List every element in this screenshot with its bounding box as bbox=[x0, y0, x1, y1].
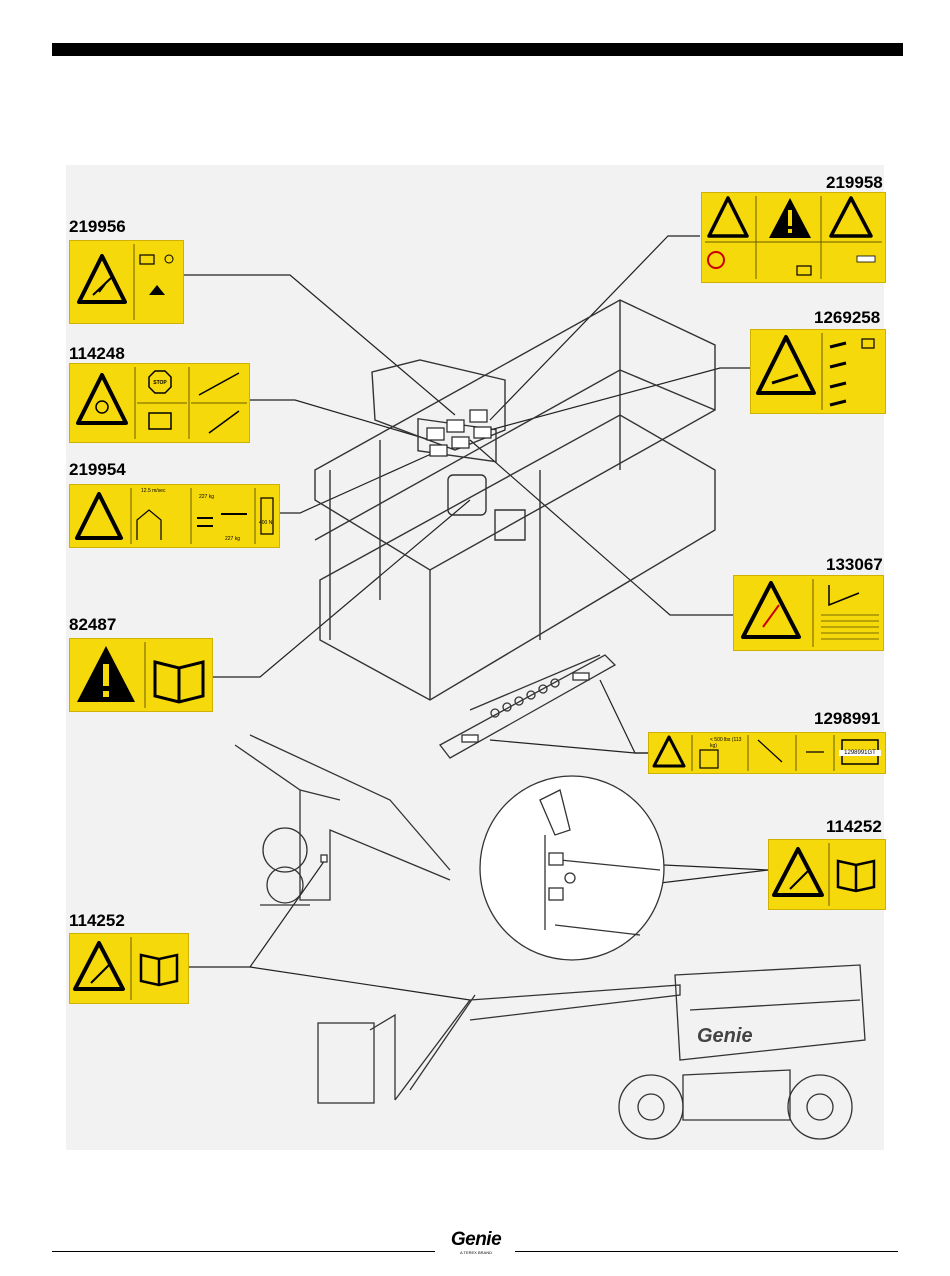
weight-text-2: 227 kg bbox=[225, 536, 240, 542]
warning-triangle-icon bbox=[654, 737, 684, 766]
machine-brand-mark: Genie bbox=[697, 1025, 753, 1047]
decal-82487 bbox=[69, 638, 213, 712]
leader-line-1298991a bbox=[600, 680, 648, 753]
capacity-text: < 500 lbs (113 kg) bbox=[710, 737, 748, 749]
warning-triangle-icon bbox=[78, 375, 126, 423]
part-number-82487: 82487 bbox=[69, 616, 116, 634]
footer-brand: Genie bbox=[443, 1230, 509, 1250]
prohibited-icon bbox=[708, 252, 724, 268]
part-number-219954: 219954 bbox=[69, 461, 126, 479]
leader-line-219954 bbox=[280, 450, 440, 513]
warning-triangle-icon bbox=[831, 198, 871, 236]
manual-book-icon bbox=[797, 266, 811, 275]
footer-logo: Genie A TEREX BRAND bbox=[443, 1230, 509, 1258]
footer-brand-sub: A TEREX BRAND bbox=[443, 1250, 509, 1255]
leader-line-114252a-b bbox=[250, 967, 470, 1000]
part-number-219956: 219956 bbox=[69, 218, 126, 236]
boom-lift-machine bbox=[318, 965, 865, 1139]
decal-219956 bbox=[69, 240, 184, 324]
manual-book-icon bbox=[140, 255, 154, 264]
sun-icon bbox=[165, 255, 173, 263]
force-text: 400 N bbox=[259, 520, 272, 526]
hazard-icon bbox=[149, 285, 165, 295]
warning-triangle-icon bbox=[79, 256, 125, 302]
leader-line-219958 bbox=[490, 236, 700, 420]
decal-219958 bbox=[701, 192, 886, 283]
manual-book-icon bbox=[149, 413, 171, 429]
warning-triangle-icon bbox=[743, 583, 799, 637]
jib-rail bbox=[440, 655, 615, 758]
decal-1298991: < 500 lbs (113 kg) 1298991GT bbox=[648, 732, 886, 774]
speed-text: 12.5 m/sec bbox=[141, 488, 165, 494]
part-number-114252-left: 114252 bbox=[69, 912, 125, 930]
warning-triangle-icon bbox=[77, 494, 121, 538]
manual-book-icon bbox=[862, 339, 874, 348]
decal-114248: STOP bbox=[69, 363, 250, 443]
warning-triangle-icon bbox=[709, 198, 747, 236]
footer-rule-left bbox=[52, 1251, 435, 1252]
serial-text: 1298991GT bbox=[839, 750, 881, 756]
platform-basket bbox=[315, 300, 715, 700]
leader-line-133067 bbox=[470, 440, 733, 615]
part-number-114248: 114248 bbox=[69, 345, 125, 363]
stop-text: STOP bbox=[152, 380, 168, 386]
decal-114252-left bbox=[69, 933, 189, 1004]
leader-line-1298991b bbox=[490, 740, 648, 753]
footer-rule-right bbox=[515, 1251, 898, 1252]
part-number-133067: 133067 bbox=[826, 556, 883, 574]
house-icon bbox=[137, 510, 161, 540]
manual-book-icon bbox=[141, 955, 177, 985]
leader-line-114248 bbox=[250, 400, 430, 440]
hand-icon bbox=[261, 498, 273, 534]
manual-book-icon bbox=[155, 662, 203, 702]
part-number-1298991: 1298991 bbox=[814, 710, 880, 728]
part-number-219958: 219958 bbox=[826, 174, 883, 192]
manual-book-icon bbox=[838, 861, 874, 891]
part-number-1269258: 1269258 bbox=[814, 309, 880, 327]
part-number-114252-right: 114252 bbox=[826, 818, 882, 836]
warning-triangle-icon bbox=[75, 943, 123, 989]
rotator-detail bbox=[235, 735, 450, 905]
warning-triangle-icon bbox=[774, 849, 822, 895]
warning-triangle-icon bbox=[758, 337, 814, 393]
decal-133067 bbox=[733, 575, 884, 651]
decal-114252-right bbox=[768, 839, 886, 910]
leader-line-114252a-a bbox=[188, 860, 325, 967]
decal-219954: 12.5 m/sec 227 kg 227 kg 400 N bbox=[69, 484, 280, 548]
weight-text-1: 227 kg bbox=[199, 494, 214, 500]
decal-1269258 bbox=[750, 329, 886, 414]
zoom-circle bbox=[480, 776, 664, 960]
